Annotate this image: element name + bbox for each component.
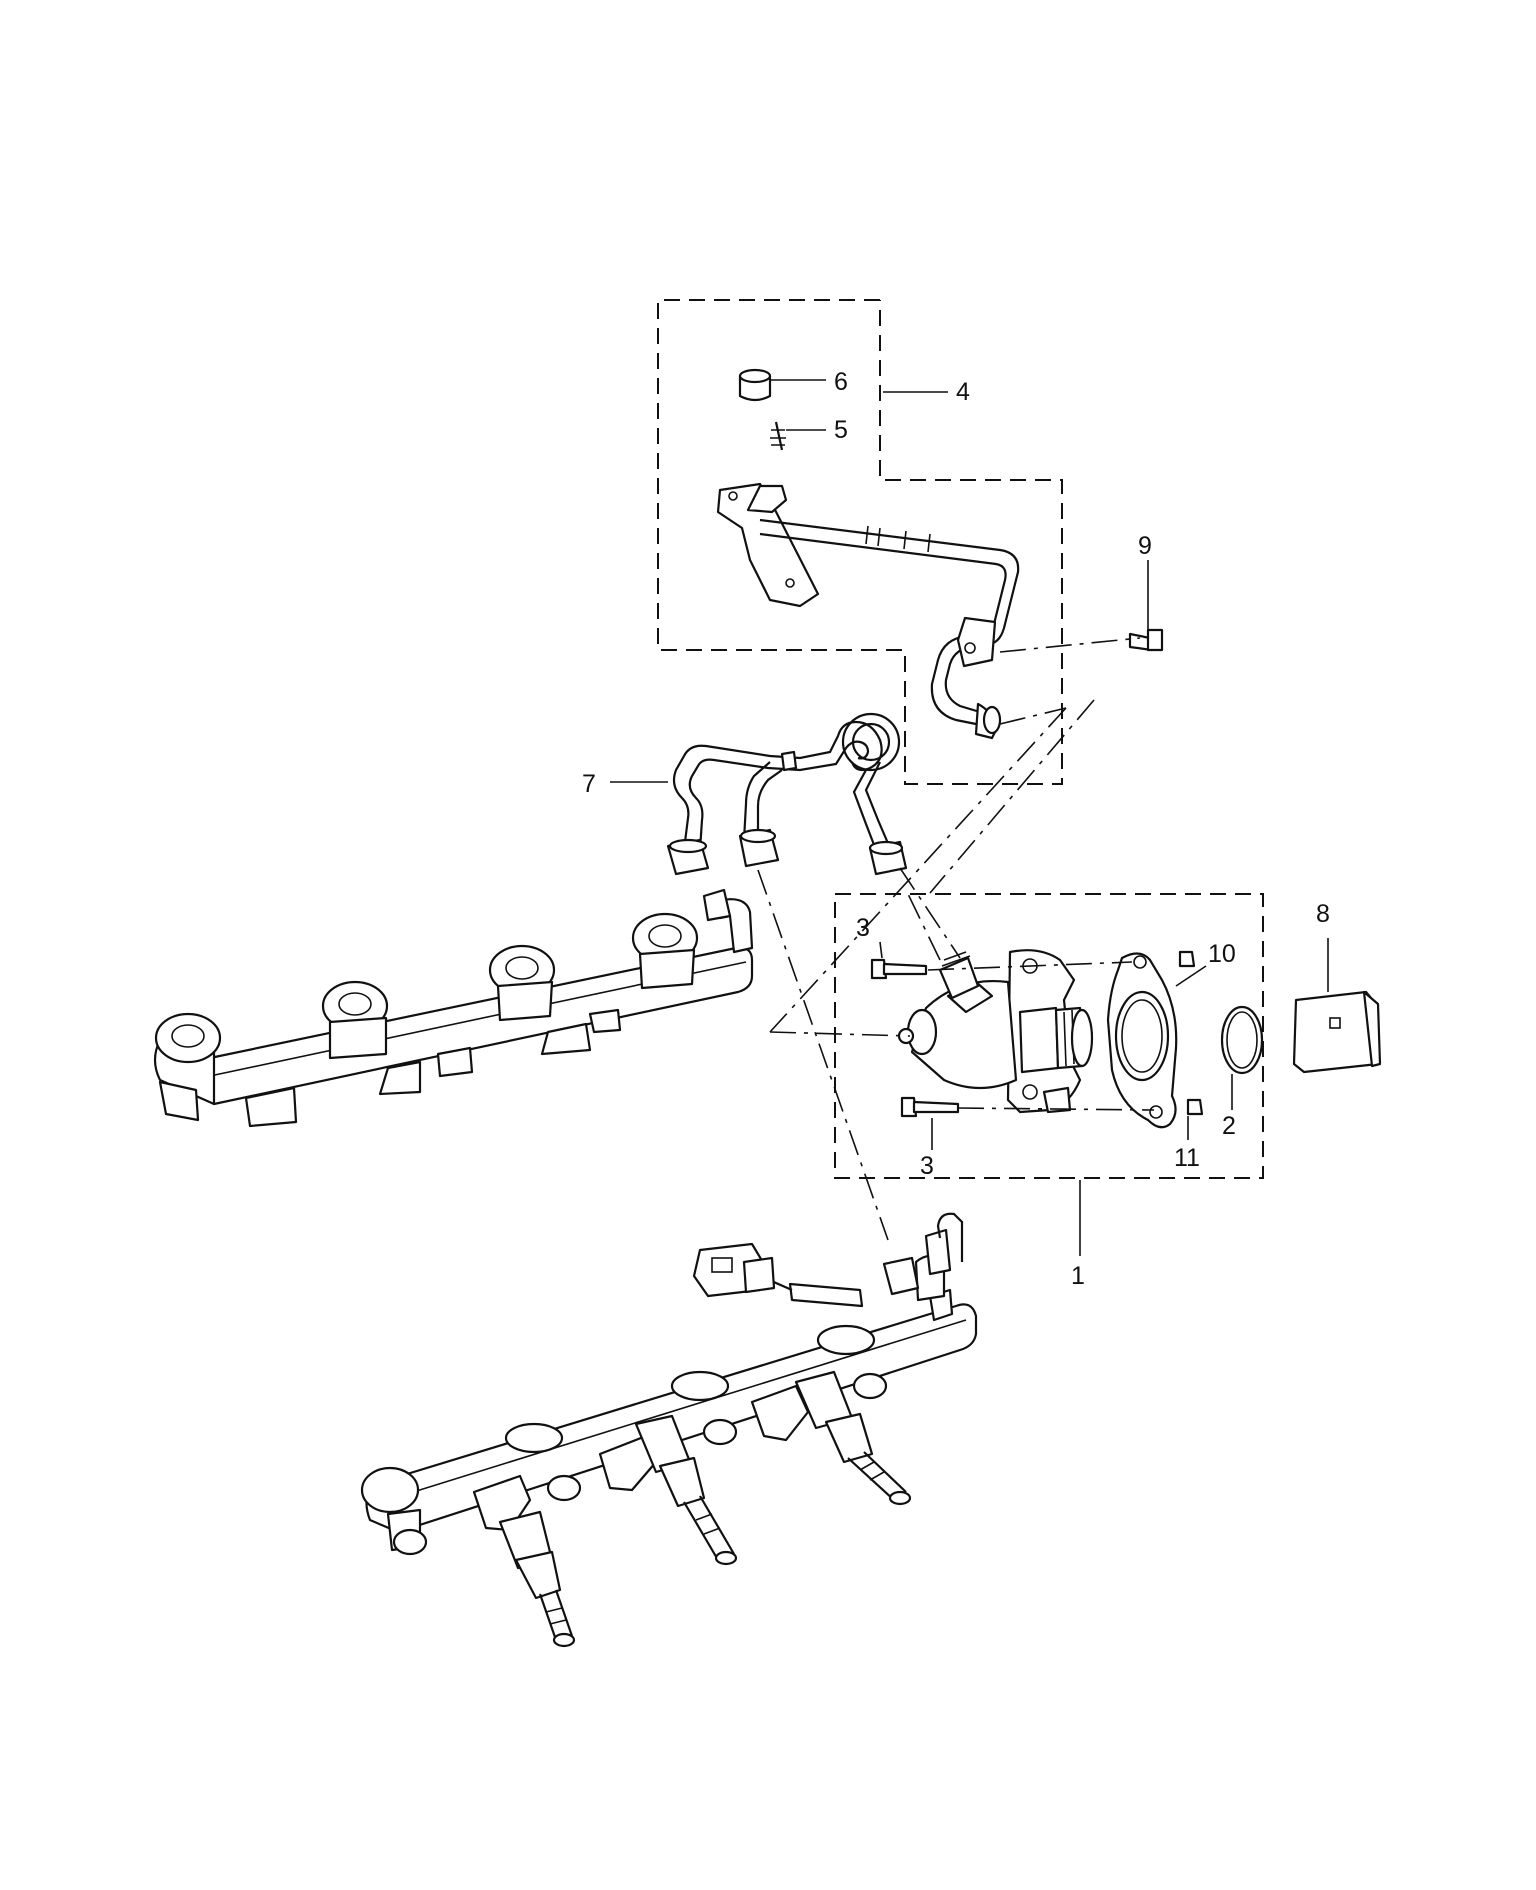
alignment-line (929, 699, 1095, 894)
group-box-4 (657, 299, 1063, 785)
bolt-3-upper (870, 958, 928, 980)
alignment-line (927, 961, 1133, 971)
alignment-line (957, 1107, 1155, 1111)
fuel-injector-2 (598, 1414, 738, 1566)
leader-lines (610, 379, 1329, 1256)
stud-11-lower (1186, 1098, 1204, 1116)
bolt-3-lower (900, 1096, 960, 1118)
fuel-injector-3 (750, 1370, 912, 1506)
pump-cover (1292, 990, 1382, 1074)
callout-8: 8 (1316, 900, 1330, 928)
alignment-line (999, 707, 1067, 725)
alignment-line (769, 707, 1067, 1033)
upper-fuel-rail (153, 888, 754, 1128)
alignment-line (999, 637, 1141, 653)
gasket (1106, 952, 1178, 1129)
crossover-tube (666, 712, 908, 876)
callout-5: 5 (834, 416, 848, 444)
bolt-9 (1128, 628, 1164, 652)
fuel-injector-1 (472, 1474, 576, 1648)
cap (738, 368, 772, 402)
alignment-line (757, 869, 889, 1241)
callout-1: 1 (1071, 1262, 1085, 1290)
alignment-line (769, 1031, 911, 1037)
callout-9: 9 (1138, 532, 1152, 560)
high-pressure-fuel-pump (897, 949, 1094, 1114)
group-box-1 (834, 893, 1264, 1179)
callout-10: 10 (1208, 940, 1236, 968)
callout-11: 11 (1174, 1144, 1200, 1172)
alignment-line (907, 893, 941, 961)
valve-core (770, 421, 786, 451)
callout-4: 4 (956, 378, 970, 406)
stud-11-upper (1178, 950, 1196, 968)
callout-3-upper: 3 (856, 914, 870, 942)
alignment-line (899, 867, 961, 959)
callout-2: 2 (1222, 1112, 1236, 1140)
fuel-supply-tube (716, 482, 1020, 740)
callout-6: 6 (834, 368, 848, 396)
callout-7: 7 (582, 770, 596, 798)
o-ring (1220, 1005, 1264, 1075)
lower-fuel-rail (360, 1212, 978, 1556)
callout-3-lower: 3 (920, 1152, 934, 1180)
